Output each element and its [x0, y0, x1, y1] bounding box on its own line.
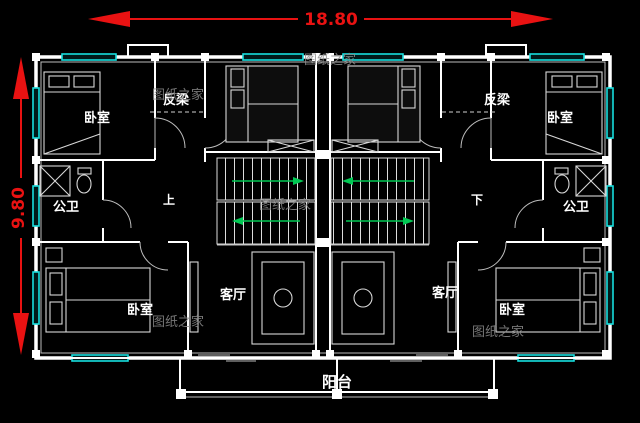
- watermark-text: 图纸之家: [259, 197, 311, 213]
- stair-arrow-icon: [403, 217, 414, 225]
- label-bedroom-bottom-left: 卧室: [127, 302, 153, 318]
- label-beam-right: 反梁: [484, 92, 511, 108]
- label-bedroom-top-left: 卧室: [84, 110, 110, 126]
- arrow-right-icon: [511, 11, 553, 27]
- staircase-left: [216, 157, 316, 245]
- height-dimension-label: 9.80: [9, 187, 29, 229]
- staircase-right: [330, 157, 430, 245]
- label-balcony: 阳台: [322, 373, 352, 391]
- dimension-top: 18.80: [88, 10, 553, 30]
- label-bedroom-top-right: 卧室: [547, 110, 573, 126]
- party-wall: [315, 57, 331, 358]
- arrow-up-icon: [13, 57, 29, 99]
- room-labels: 卧室 卧室 卧室 卧室 反梁 反梁 公卫 公卫 客厅 客厅 阳台 上 下: [53, 92, 589, 391]
- label-bedroom-bottom-right: 卧室: [499, 302, 525, 318]
- label-bath-right: 公卫: [563, 200, 589, 215]
- columns: [32, 53, 610, 358]
- interior-walls-left: [36, 57, 316, 358]
- stair-arrow-icon: [342, 177, 353, 185]
- watermark-text: 图纸之家: [152, 87, 204, 103]
- dimension-left: 9.80: [9, 57, 29, 355]
- watermark-text: 图纸之家: [472, 324, 524, 340]
- label-bath-left: 公卫: [53, 200, 79, 215]
- arrow-down-icon: [13, 313, 29, 355]
- balcony: [176, 358, 498, 399]
- stair-arrow-icon: [293, 177, 304, 185]
- arrow-left-icon: [88, 11, 130, 27]
- windows: [32, 53, 614, 362]
- watermark-text: 图纸之家: [304, 52, 356, 68]
- roof-protrusion-left: [127, 44, 169, 58]
- furniture: [39, 65, 607, 345]
- label-beam-left: 反梁: [163, 92, 190, 108]
- label-living-right: 客厅: [432, 285, 458, 301]
- label-living-left: 客厅: [220, 287, 246, 303]
- stair-arrow-icon: [232, 217, 243, 225]
- roof-protrusion-right: [485, 44, 527, 58]
- label-stair-up: 上: [163, 192, 175, 207]
- label-stair-down: 下: [471, 193, 483, 207]
- watermarks: 图纸之家 图纸之家 图纸之家 图纸之家 图纸之家: [152, 52, 524, 340]
- watermark-text: 图纸之家: [152, 314, 204, 330]
- width-dimension-label: 18.80: [304, 10, 358, 30]
